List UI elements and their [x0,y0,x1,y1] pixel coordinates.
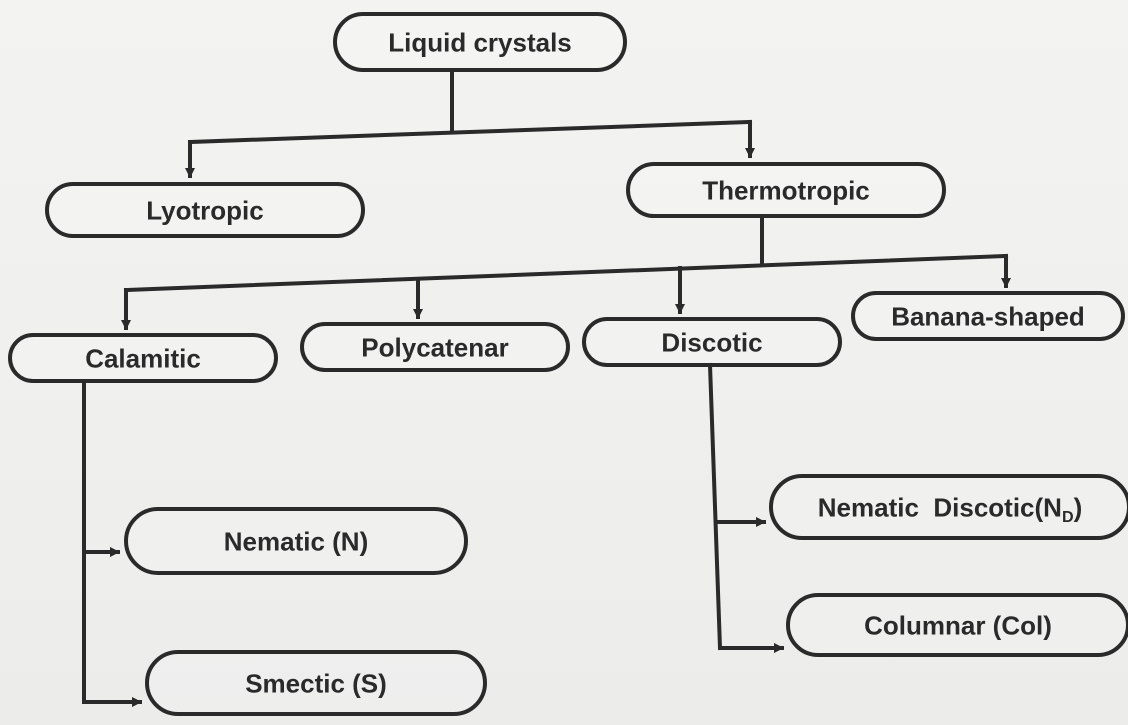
node-nematic-discotic-shape [769,474,1128,540]
node-smectic-label: Smectic (S) [245,668,387,698]
node-smectic: Smectic (S) [145,650,487,716]
node-lyotropic-label: Lyotropic [146,195,263,225]
node-polycatenar-shape [300,322,570,372]
node-liquid-crystals-label: Liquid crystals [388,27,572,57]
node-discotic-shape [582,317,842,367]
connector-discotic-trunk [707,362,723,651]
node-smectic-shape [145,650,487,716]
node-nematic-shape [124,507,468,575]
node-lyotropic-shape [45,182,365,238]
node-thermotropic-label: Thermotropic [702,175,870,205]
node-nematic: Nematic (N) [124,507,468,575]
node-lyotropic: Lyotropic [45,182,365,238]
node-columnar-shape [786,593,1128,657]
node-discotic-label: Discotic [661,327,762,357]
node-columnar: Columnar (Col) [786,593,1128,657]
node-thermotropic: Thermotropic [626,162,946,218]
connector-root-bar [187,119,753,145]
connector-thermo-bar [123,253,1009,293]
node-thermotropic-shape [626,162,946,218]
node-banana-shaped-label: Banana-shaped [891,301,1085,331]
node-polycatenar: Polycatenar [300,322,570,372]
node-banana-shaped: Banana-shaped [851,291,1125,341]
node-polycatenar-label: Polycatenar [361,332,508,362]
node-liquid-crystals: Liquid crystals [333,12,627,72]
node-banana-shaped-shape [851,291,1125,341]
node-calamitic-shape [8,333,278,383]
node-nematic-discotic-label: Nematic Discotic(ND) [818,492,1083,526]
node-liquid-crystals-shape [333,12,627,72]
node-columnar-label: Columnar (Col) [864,610,1052,640]
node-nematic-label: Nematic (N) [224,526,368,556]
node-calamitic-label: Calamitic [85,343,201,373]
edges-layer [82,68,1011,707]
node-nematic-discotic: Nematic Discotic(ND) [769,474,1128,540]
node-calamitic: Calamitic [8,333,278,383]
node-discotic: Discotic [582,317,842,367]
